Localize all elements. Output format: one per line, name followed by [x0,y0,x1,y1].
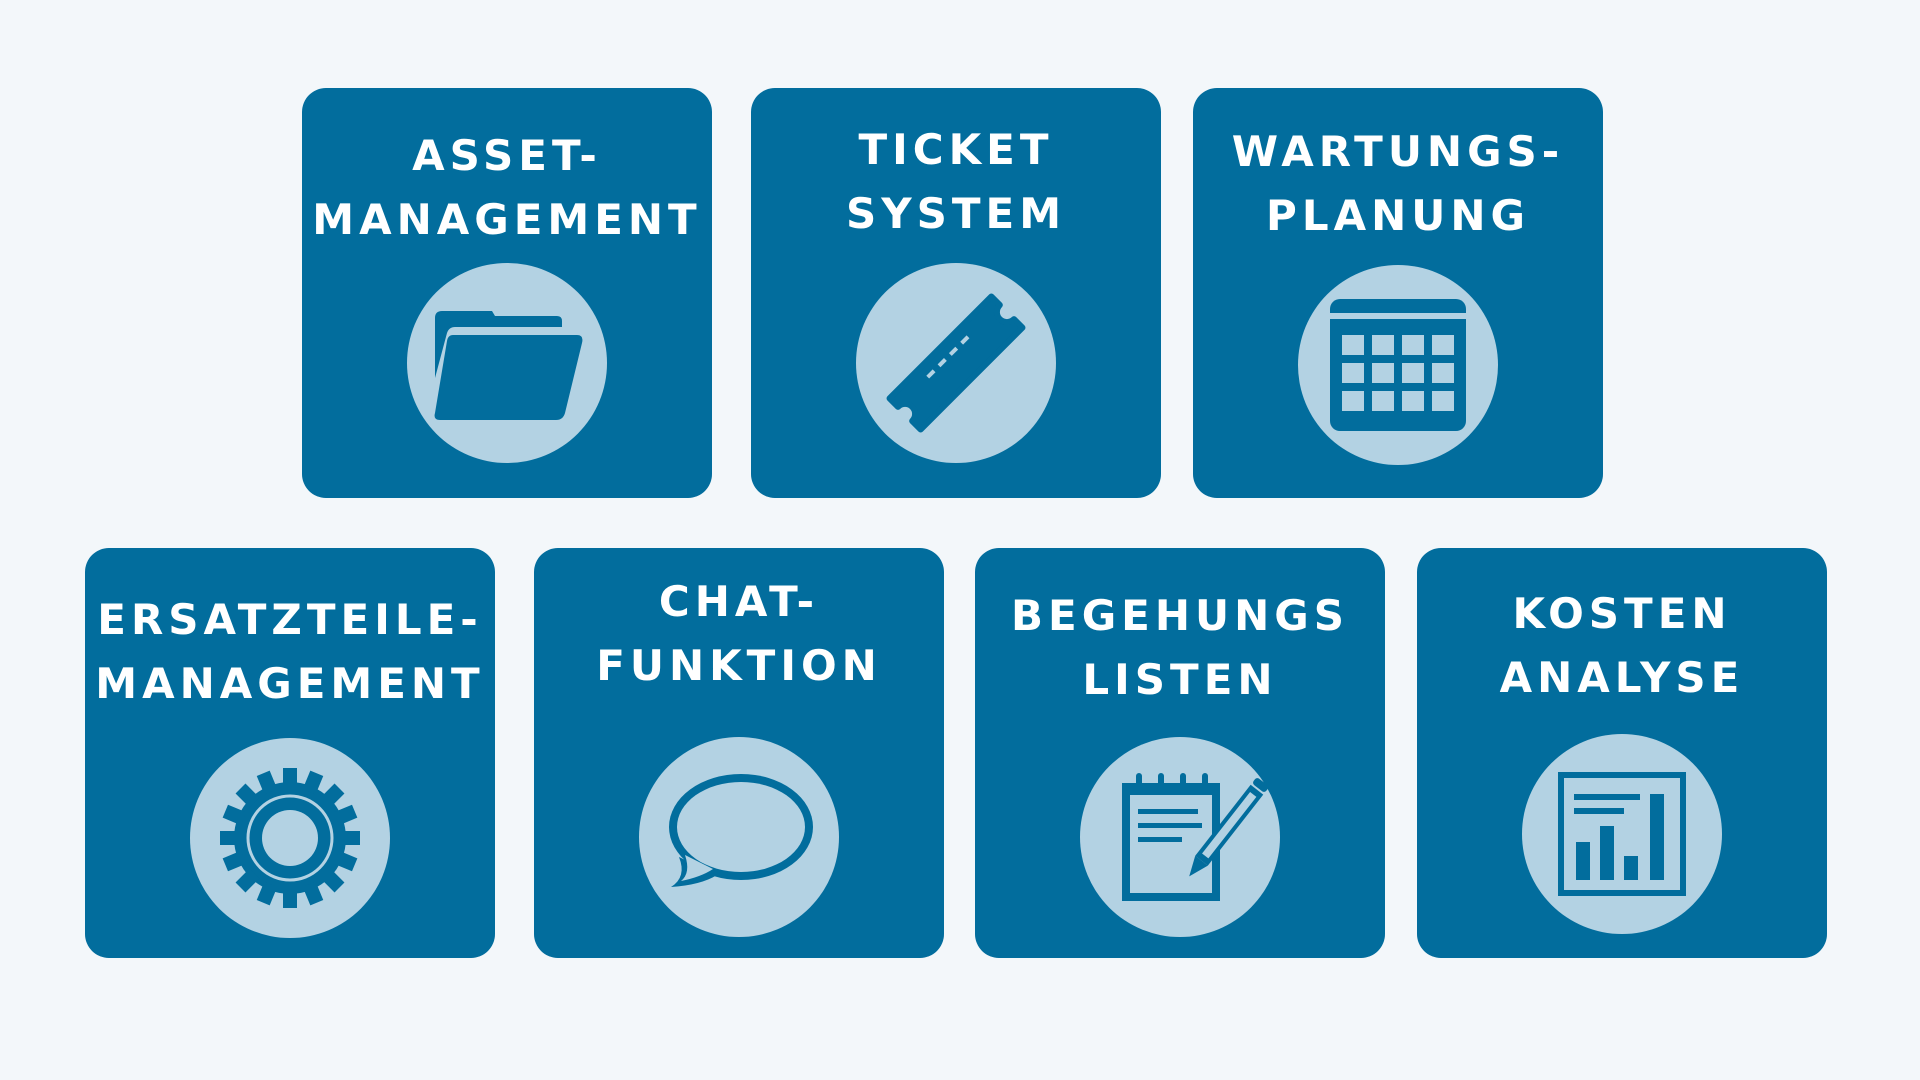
tile-title-line2: ANALYSE [1499,653,1745,702]
tile-title-line2: PLANUNG [1266,191,1530,240]
tile-title: WARTUNGS- PLANUNG [1193,120,1603,248]
tile-title-line2: FUNKTION [596,641,882,690]
tile-ersatzteile-management[interactable]: ERSATZTEILE- MANAGEMENT [85,548,495,958]
notepad-pencil-icon [1080,737,1280,937]
tile-title: ASSET- MANAGEMENT [302,124,712,252]
calendar-icon [1298,265,1498,465]
tile-title: BEGEHUNGS LISTEN [975,584,1385,712]
gear-icon [190,738,390,938]
tile-title-line1: ASSET- [412,131,602,180]
ticket-icon [856,263,1056,463]
tile-title-line1: BEGEHUNGS [1011,591,1349,640]
tile-title-line2: MANAGEMENT [95,659,485,708]
tile-title: TICKET SYSTEM [751,118,1161,246]
tile-ticket-system[interactable]: TICKET SYSTEM [751,88,1161,498]
tile-wartungsplanung[interactable]: WARTUNGS- PLANUNG [1193,88,1603,498]
tile-title-line2: MANAGEMENT [312,195,702,244]
tile-title-line1: TICKET [858,125,1054,174]
tile-title-line1: KOSTEN [1512,589,1732,638]
folder-icon [407,263,607,463]
tile-title-line1: ERSATZTEILE- [97,595,483,644]
tile-title-line2: LISTEN [1082,655,1278,704]
tile-title-line1: WARTUNGS- [1231,127,1565,176]
tile-chat-funktion[interactable]: CHAT- FUNKTION [534,548,944,958]
tile-asset-management[interactable]: ASSET- MANAGEMENT [302,88,712,498]
chat-bubble-icon [639,737,839,937]
tile-title-line2: SYSTEM [845,189,1067,238]
analytics-report-icon [1522,734,1722,934]
tile-kostenanalyse[interactable]: KOSTEN ANALYSE [1417,548,1827,958]
tile-title-line1: CHAT- [658,577,820,626]
tile-title: CHAT- FUNKTION [534,570,944,698]
tile-begehungslisten[interactable]: BEGEHUNGS LISTEN [975,548,1385,958]
tile-title: KOSTEN ANALYSE [1417,582,1827,710]
tile-title: ERSATZTEILE- MANAGEMENT [85,588,495,716]
